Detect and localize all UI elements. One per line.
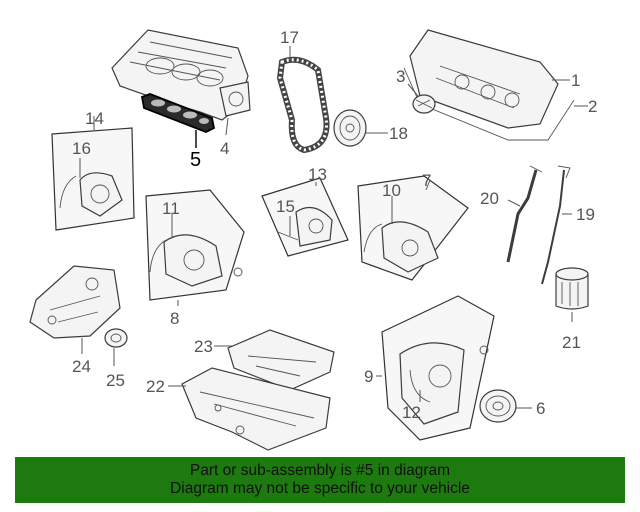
- oil-baffle: [227, 329, 335, 391]
- callout-5: 5: [190, 149, 201, 171]
- oil-filler-cap: [412, 94, 436, 114]
- rear-timing-cover-box: [51, 127, 135, 231]
- oil-seal: [104, 328, 128, 348]
- callout-15: 15: [276, 197, 295, 216]
- upper-timing-cover-box: [261, 177, 349, 257]
- callout-4: 4: [220, 139, 229, 158]
- callout-21: 21: [562, 333, 581, 352]
- callout-14: 14: [85, 109, 104, 128]
- intake-gasket-highlighted: [140, 93, 216, 133]
- callout-3: 3: [396, 67, 405, 86]
- callout-13: 13: [308, 165, 327, 184]
- timing-cover-assembly: [381, 295, 495, 441]
- callout-16: 16: [72, 139, 91, 158]
- front-timing-cover-box: [357, 175, 469, 281]
- callout-11: 11: [162, 199, 180, 218]
- camshaft-pulley: [333, 109, 367, 147]
- dipstick-tube: [506, 165, 543, 263]
- oil-filter: [555, 267, 589, 310]
- banner-line-1: Part or sub-assembly is #5 in diagram: [189, 462, 451, 479]
- callout-10: 10: [382, 181, 401, 200]
- info-banner: Part or sub-assembly is #5 in diagram Di…: [15, 457, 625, 503]
- dipstick: [541, 165, 571, 285]
- intake-manifold: [111, 29, 251, 121]
- callout-8: 8: [170, 309, 179, 328]
- callout-7: 7: [422, 171, 431, 190]
- callout-9: 9: [364, 367, 373, 386]
- callout-17: 17: [280, 28, 299, 47]
- oil-pan: [181, 367, 331, 451]
- callout-19: 19: [576, 205, 595, 224]
- callout-6: 6: [536, 399, 545, 418]
- oil-pump: [29, 265, 121, 339]
- callout-25: 25: [106, 371, 125, 390]
- callout-22: 22: [146, 377, 165, 396]
- banner-line-2: Diagram may not be specific to your vehi…: [170, 480, 470, 497]
- callout-23: 23: [194, 337, 213, 356]
- callout-24: 24: [72, 357, 91, 376]
- valve-cover: [403, 29, 575, 141]
- crankshaft-pulley: [479, 389, 517, 423]
- timing-belt: [276, 56, 330, 154]
- callout-1: 1: [571, 71, 580, 90]
- callout-20: 20: [480, 189, 499, 208]
- callout-12: 12: [402, 403, 421, 422]
- lower-timing-cover-box: [145, 189, 245, 301]
- callout-18: 18: [389, 124, 408, 143]
- callout-2: 2: [588, 97, 597, 116]
